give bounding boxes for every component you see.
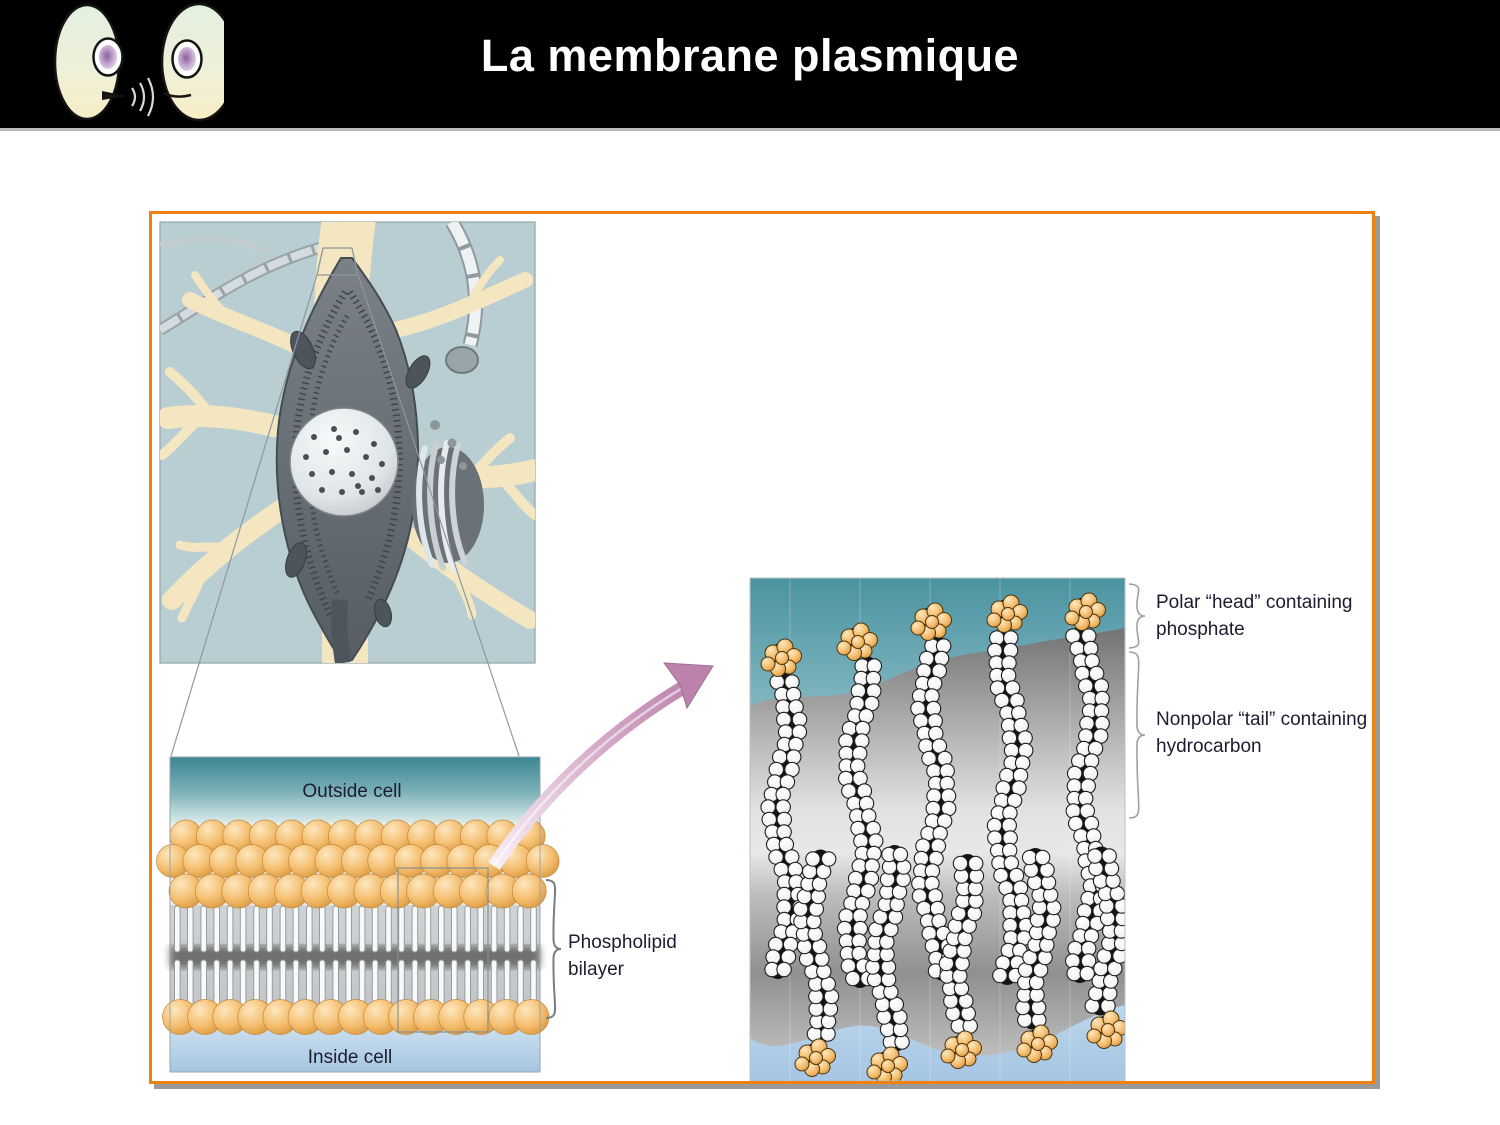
cell-right-nucleolus-icon: [178, 47, 196, 71]
bilayer-label-line1: Phospholipid: [568, 932, 677, 953]
zoom-source-outline-bilayer: [397, 867, 489, 1033]
molecular-view: [749, 577, 1126, 1082]
nucleus: [289, 407, 399, 517]
bottom-head-spheres: [162, 999, 550, 1035]
membrane-figure: Outside cell Inside cell Phospholipid bi…: [156, 221, 1367, 1082]
zoom-arrow-head: [662, 662, 714, 710]
polar-head-label-line2: phosphate: [1156, 619, 1245, 640]
synaptic-terminal: [445, 346, 479, 374]
cell-right-mouth-icon: [162, 91, 192, 98]
talking-cells-icon: [53, 2, 224, 122]
top-head-spheres: [156, 819, 560, 909]
cell-left-nucleolus-icon: [99, 45, 117, 69]
phospholipid-molecules: [760, 592, 1125, 1081]
inside-cell-label: Inside cell: [308, 1047, 393, 1068]
figure-frame: Outside cell Inside cell Phospholipid bi…: [149, 211, 1375, 1084]
nonpolar-tail-brace: [1128, 651, 1146, 819]
nuclear-pores: [303, 426, 385, 495]
bilayer-midline: [170, 946, 540, 968]
zoom-callout-line-left: [170, 274, 318, 757]
bilayer-label-line2: bilayer: [568, 959, 625, 980]
cell-left-mouth-icon: [102, 91, 127, 100]
bilayer-brace: [545, 879, 562, 1019]
zoom-arrow: [488, 662, 714, 870]
neuron-illustration: [159, 221, 536, 664]
outside-cell-label: Outside cell: [302, 781, 401, 802]
speech-waves-icon: [131, 77, 155, 117]
nonpolar-tail-label-line2: hydrocarbon: [1156, 736, 1262, 757]
bilayer-diagram: Outside cell Inside cell: [156, 756, 560, 1073]
vesicles: [430, 420, 467, 470]
polar-head-label-line1: Polar “head” containing: [1156, 592, 1352, 613]
axon-hillock: [331, 599, 351, 663]
slide-title: La membrane plasmique: [480, 30, 1020, 81]
zoom-callout-line-right: [357, 274, 520, 757]
nonpolar-tail-label-line1: Nonpolar “tail” containing: [1156, 709, 1367, 730]
title-bar: La membrane plasmique: [0, 0, 1500, 131]
rough-er: [291, 290, 403, 617]
polar-head-brace: [1128, 583, 1146, 649]
golgi-apparatus: [412, 440, 484, 573]
myelinated-axon-fibers: [160, 222, 484, 347]
